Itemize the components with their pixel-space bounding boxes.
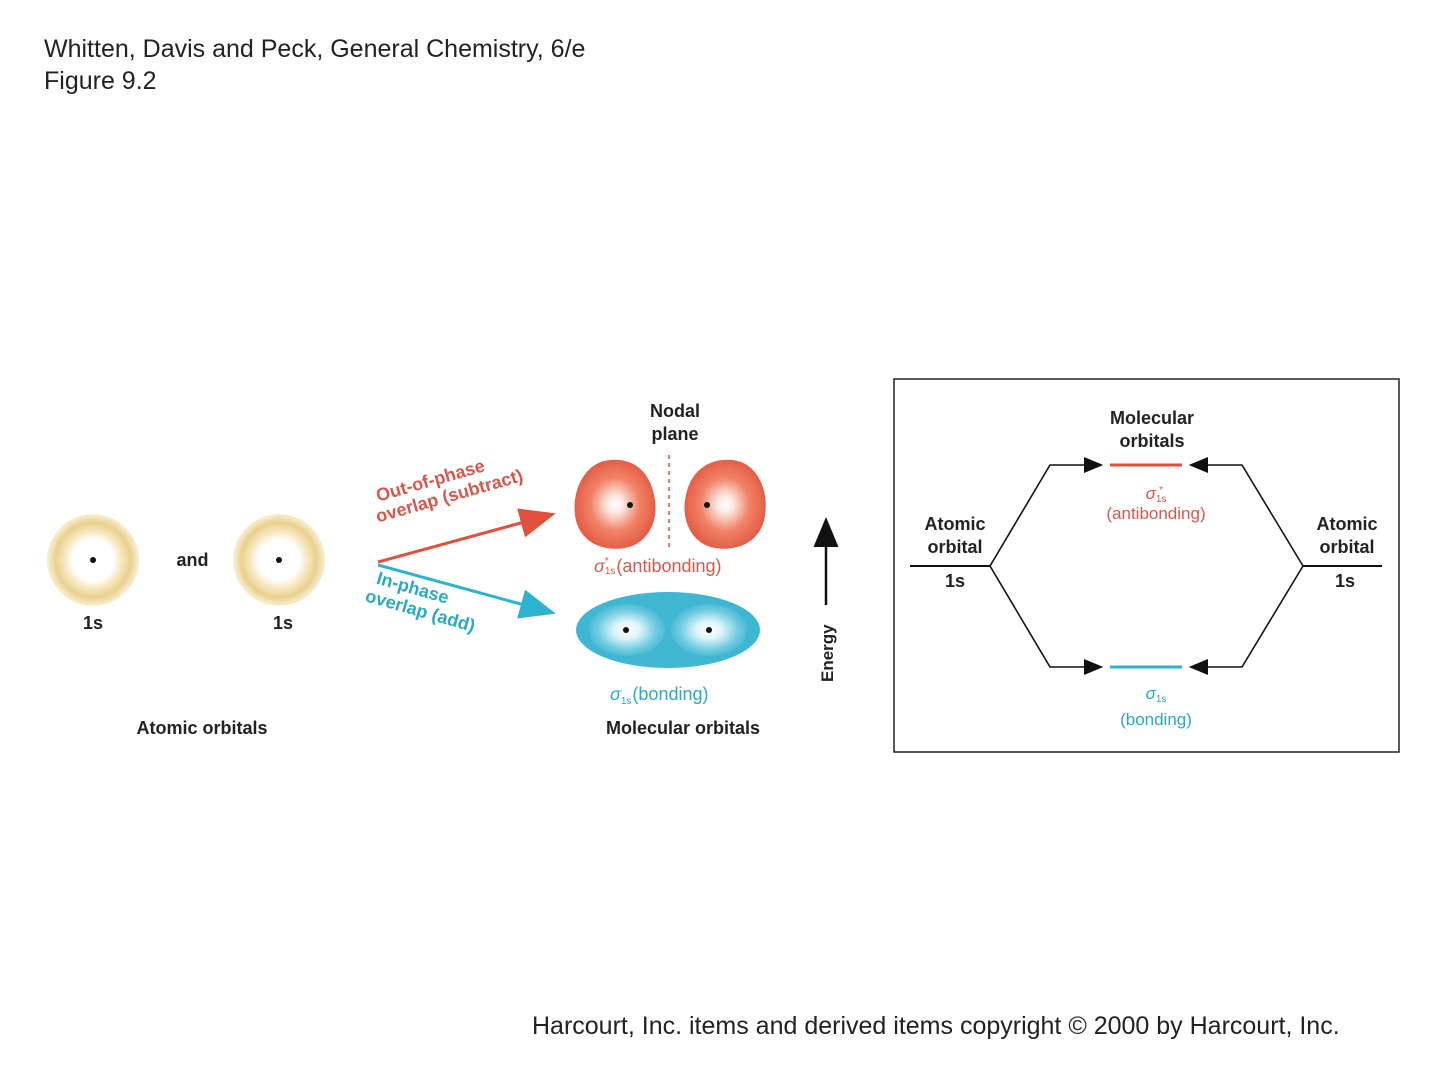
atomic-orbital-1s-right [233, 514, 325, 606]
level-connectors [989, 457, 1304, 675]
energy-label: Energy [818, 624, 837, 682]
sigma-bonding-label: σ1s(bonding) [610, 684, 709, 707]
ed-left-1s-label: 1s [944, 571, 966, 591]
ed-molecular-orbitals-label: Molecular orbitals [1109, 408, 1195, 451]
copyright-footer: Harcourt, Inc. items and derived items c… [532, 1012, 1340, 1040]
bonding-orbital-ellipse [576, 592, 760, 668]
ed-left-atomic-orbital-label: Atomic orbital [924, 514, 986, 557]
nodal-plane-label: Nodal plane [649, 401, 700, 444]
atomic-orbital-1s-left [47, 514, 139, 606]
orbital1-label: 1s [82, 613, 104, 633]
out-of-phase-arrow [377, 508, 556, 564]
molecular-orbitals-caption: Molecular orbitals [605, 718, 761, 738]
header-citation: Whitten, Davis and Peck, General Chemist… [44, 35, 586, 63]
sigma-antibonding-label: σ*1s(antibonding) [594, 556, 722, 578]
atomic-orbitals-caption: Atomic orbitals [136, 718, 268, 738]
ed-antibonding-label: σ*1s (antibonding) [1106, 484, 1206, 523]
ed-right-1s-label: 1s [1334, 571, 1356, 591]
ed-right-atomic-orbital-label: Atomic orbital [1316, 514, 1378, 557]
figure-number: Figure 9.2 [44, 67, 157, 95]
orbital2-label: 1s [272, 613, 294, 633]
energy-diagram-box [893, 378, 1400, 753]
in-phase-arrow [377, 563, 556, 619]
ed-bonding-label: σ1s (bonding) [1120, 684, 1192, 729]
antibonding-orbital-lobes [574, 459, 766, 549]
and-label: and [176, 550, 209, 570]
